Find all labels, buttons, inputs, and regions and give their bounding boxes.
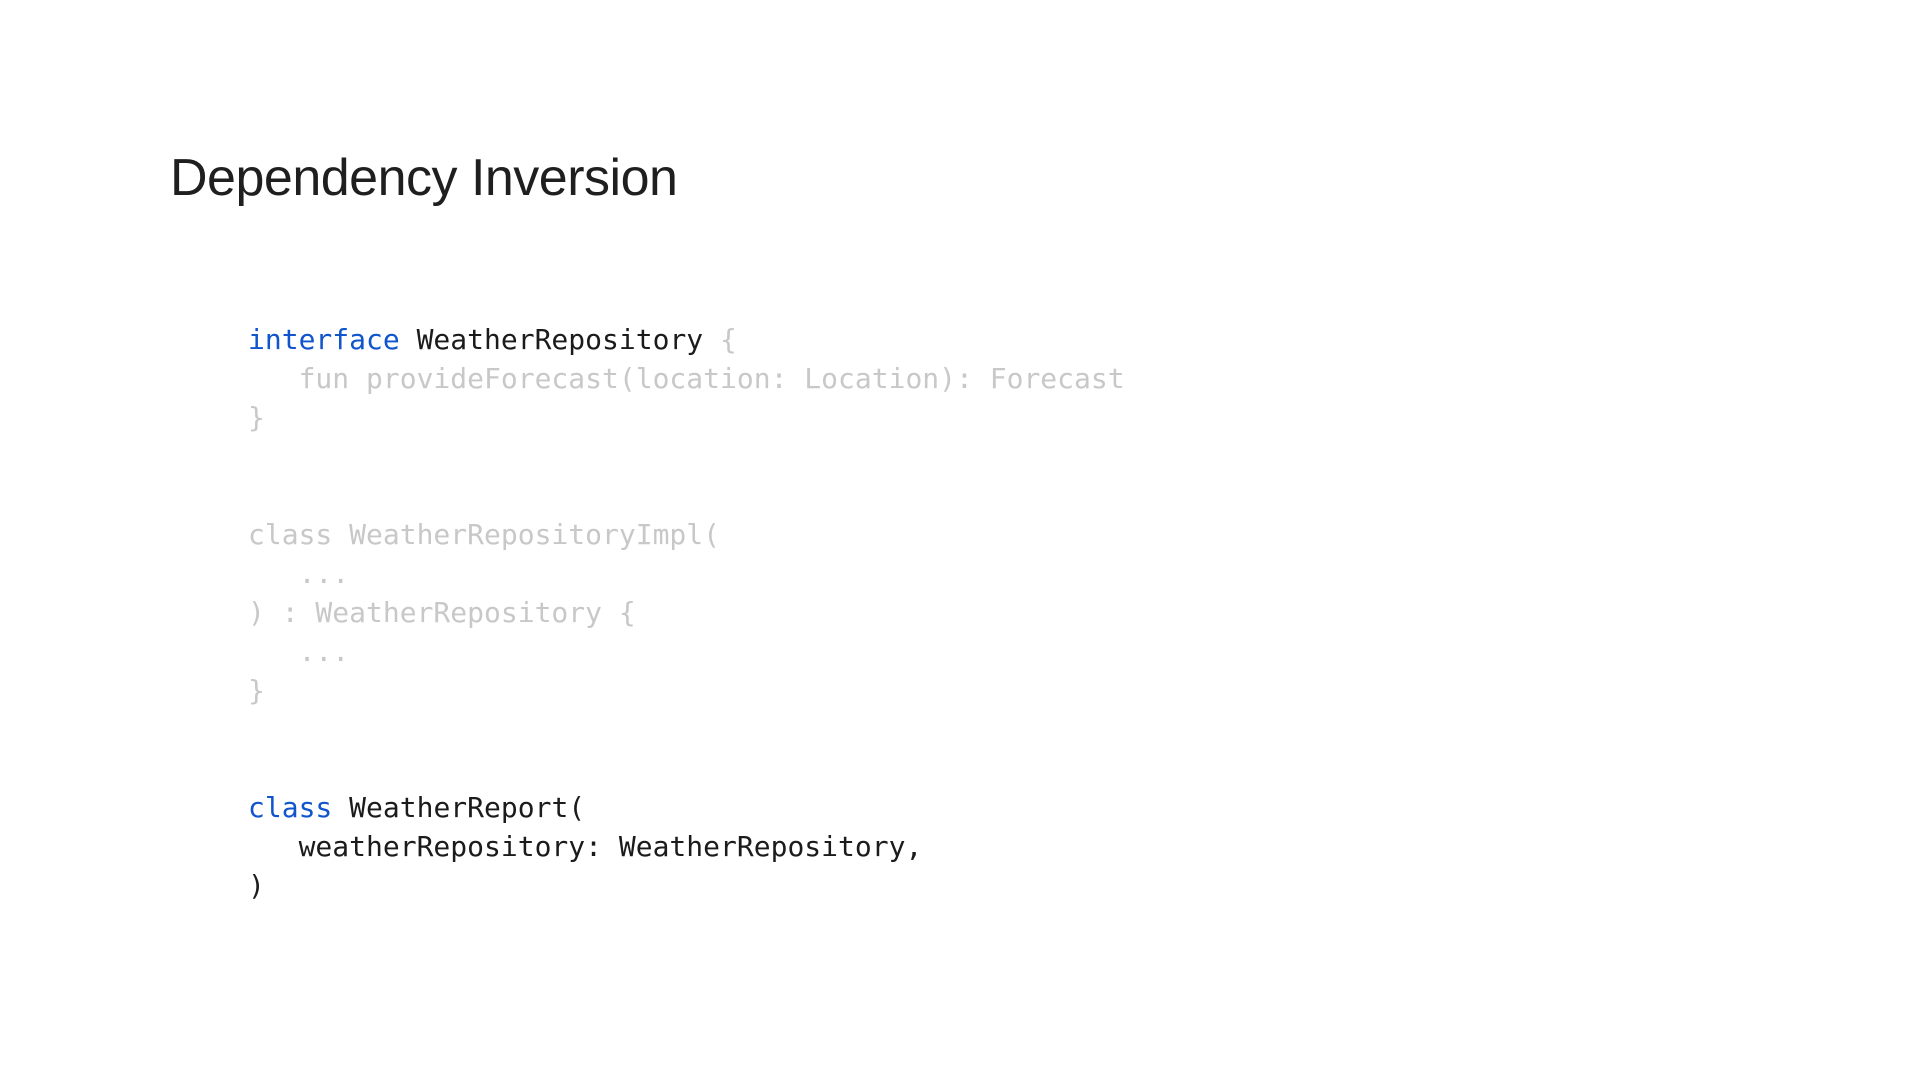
code-line: interface WeatherRepository {	[248, 320, 1125, 359]
code-line	[248, 749, 1125, 788]
code-block: interface WeatherRepository { fun provid…	[248, 320, 1125, 905]
code-token: {	[720, 323, 737, 356]
code-line: )	[248, 866, 1125, 905]
code-token: ...	[248, 635, 350, 668]
slide-title: Dependency Inversion	[170, 149, 678, 207]
code-line	[248, 437, 1125, 476]
code-line: fun provideForecast(location: Location):…	[248, 359, 1125, 398]
code-line	[248, 710, 1125, 749]
code-line: ...	[248, 554, 1125, 593]
code-line: ) : WeatherRepository {	[248, 593, 1125, 632]
code-token: )	[248, 869, 265, 902]
code-line	[248, 476, 1125, 515]
code-token: weatherRepository: WeatherRepository,	[248, 830, 923, 863]
code-line: }	[248, 398, 1125, 437]
code-token: fun provideForecast(location: Location):…	[248, 362, 1125, 395]
code-token: ) : WeatherRepository {	[248, 596, 636, 629]
code-token: }	[248, 401, 265, 434]
code-token: class WeatherRepositoryImpl(	[248, 518, 721, 551]
code-token: }	[248, 674, 265, 707]
code-line: ...	[248, 632, 1125, 671]
code-token: WeatherReport(	[332, 791, 586, 824]
code-line: weatherRepository: WeatherRepository,	[248, 827, 1125, 866]
code-token: ...	[248, 557, 350, 590]
code-line: class WeatherReport(	[248, 788, 1125, 827]
code-token: interface	[248, 323, 400, 356]
code-line: class WeatherRepositoryImpl(	[248, 515, 1125, 554]
code-token: class	[248, 791, 333, 824]
code-line: }	[248, 671, 1125, 710]
code-token: WeatherRepository	[399, 323, 721, 356]
